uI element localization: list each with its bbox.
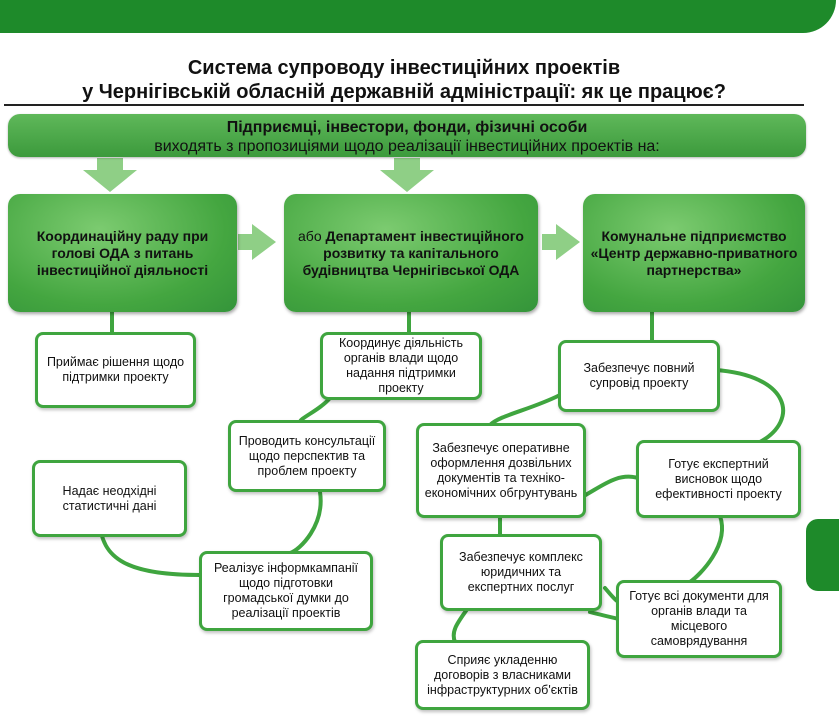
department-item: Координує діяльність органів влади щодо … (320, 332, 482, 400)
department-item: Проводить консультації щодо перспектив т… (228, 420, 386, 492)
title-line-1: Система супроводу інвестиційних проектів (187, 57, 621, 79)
top-header-bar (0, 0, 836, 33)
connector (488, 393, 562, 427)
department-item: Реалізує інформкампанії щодо підготовки … (199, 551, 373, 631)
item-text: Реалізує інформкампанії щодо підготовки … (213, 561, 359, 620)
page-title: Система супроводу інвестиційних проектів… (0, 56, 808, 104)
item-text: Проводить консультації щодо перспектив т… (238, 433, 376, 478)
ppp-item: Забезпечує комплекс юридичних та експерт… (440, 534, 602, 611)
item-text: Координує діяльність органів влади щодо … (339, 336, 463, 395)
item-text: Приймає рішення щодо підтримки проекту (46, 355, 185, 384)
title-divider (4, 104, 804, 106)
connector (713, 368, 786, 444)
connector (688, 514, 724, 584)
side-tab (806, 519, 839, 591)
right-arrow-1 (238, 224, 276, 260)
council-item: Приймає рішення щодо підтримки проекту (35, 332, 196, 408)
ppp-item: Готує експертний висновок щодо ефективно… (636, 440, 801, 518)
ppp-item: Забезпечує оперативне оформлення дозвіль… (416, 423, 586, 518)
item-text: Готує всі документи для органів влади та… (629, 589, 769, 648)
participants-banner: Підприємці, інвестори, фонди, фізичні ос… (8, 114, 806, 157)
item-text: Забезпечує повний супровід проекту (583, 361, 695, 390)
investment-department-label: або Департамент інвестиційного розвитку … (290, 228, 532, 279)
item-text: Сприяє укладенню договорів з власниками … (427, 652, 578, 697)
item-text: Забезпечує комплекс юридичних та експерт… (459, 550, 583, 594)
investment-department-box: або Департамент інвестиційного розвитку … (284, 194, 538, 312)
council-item: Надає неодхідні статистичні дані (32, 460, 187, 537)
investment-department-name: Департамент інвестиційного розвитку та к… (302, 227, 524, 278)
item-text: Забезпечує оперативне оформлення дозвіль… (424, 440, 578, 500)
ppp-center-label: Комунальне підприємство «Центр державно-… (590, 227, 798, 278)
item-text: Готує експертний висновок щодо ефективно… (655, 456, 782, 501)
ppp-item: Сприяє укладенню договорів з власниками … (415, 640, 590, 710)
down-arrow-1 (83, 158, 137, 192)
ppp-center-box: Комунальне підприємство «Центр державно-… (583, 194, 805, 312)
coordination-council-box: Координаційну раду при голові ОДА з пита… (8, 194, 237, 312)
ppp-item: Забезпечує повний супровід проекту (558, 340, 720, 412)
item-text: Надає неодхідні статистичні дані (62, 483, 157, 513)
banner-line-2: виходять з пропозиціями щодо реалізації … (154, 138, 660, 155)
right-arrow-2 (542, 224, 580, 260)
coordination-council-label: Координаційну раду при голові ОДА з пита… (36, 227, 209, 278)
head-prefix: або (298, 227, 322, 244)
title-line-2: у Чернігівській обласній державній адмін… (82, 81, 726, 103)
ppp-item: Готує всі документи для органів влади та… (616, 580, 782, 658)
connector (288, 490, 323, 555)
down-arrow-2 (380, 158, 434, 192)
connector (298, 396, 332, 424)
banner-line-1: Підприємці, інвестори, фонди, фізичні ос… (226, 119, 588, 136)
